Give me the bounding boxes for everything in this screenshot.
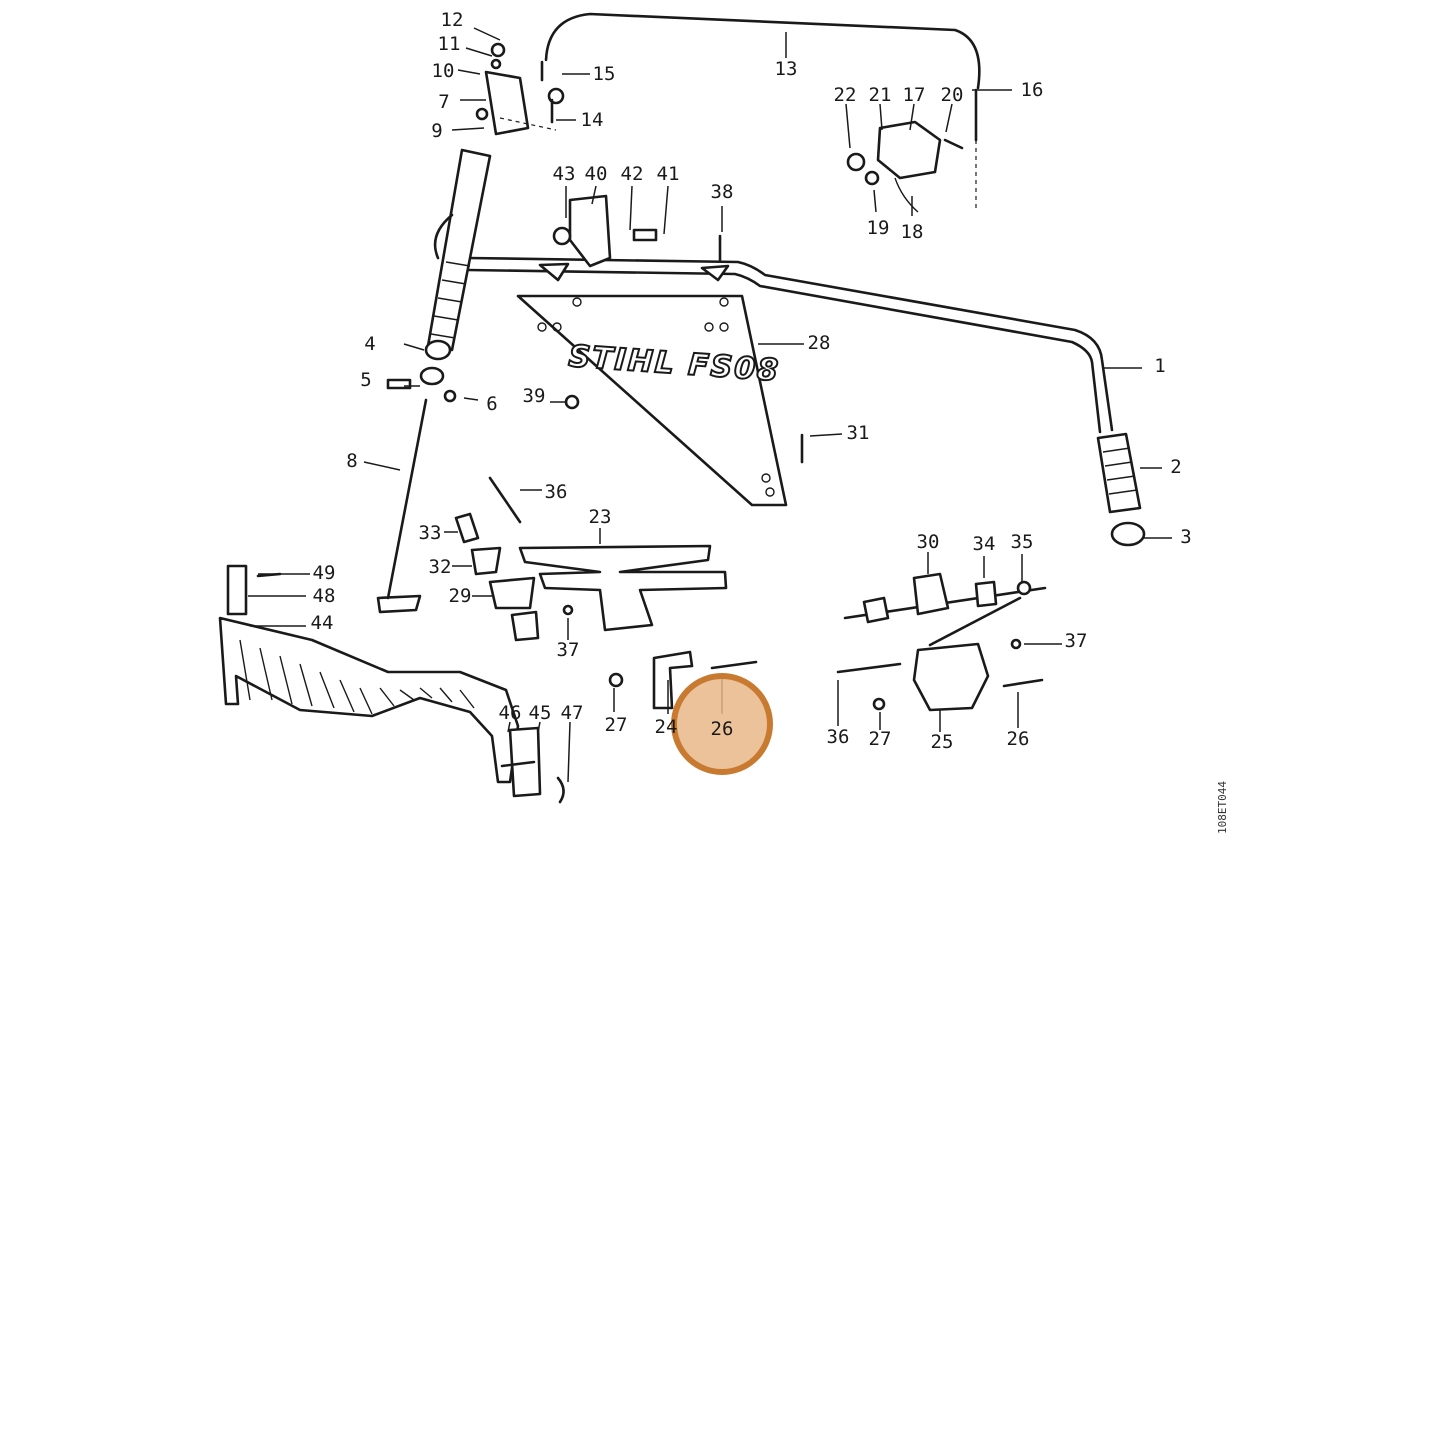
callout-27: 27 (605, 714, 628, 736)
callout-36: 36 (827, 726, 850, 748)
left-handle-tube (419, 148, 492, 386)
callout-26: 26 (1007, 728, 1030, 750)
figure-code: 108ET044 (1216, 781, 1229, 834)
callout-49: 49 (313, 562, 336, 584)
mounting-plate: STIHL FS08 (516, 294, 788, 507)
control-rod (376, 378, 457, 614)
callout-labels: 1234567891011121314151617181920212223242… (311, 9, 1192, 753)
callout-28: 28 (808, 332, 831, 354)
tube-end (424, 339, 452, 361)
callout-29: 29 (449, 585, 472, 607)
harness-strap (218, 564, 565, 804)
callout-31: 31 (847, 422, 870, 444)
cross-bracket (454, 476, 728, 642)
callout-7: 7 (438, 91, 449, 113)
callout-26: 26 (711, 718, 734, 740)
throttle-cable (540, 12, 981, 210)
callout-25: 25 (931, 731, 954, 753)
carburetor-lever (846, 120, 964, 213)
grip-end-cap (1110, 521, 1146, 547)
callout-45: 45 (529, 702, 552, 724)
callout-39: 39 (523, 385, 546, 407)
callout-44: 44 (311, 612, 334, 634)
leader-lines (248, 27, 1172, 783)
callout-30: 30 (917, 531, 940, 553)
callout-19: 19 (867, 217, 890, 239)
callout-32: 32 (429, 556, 452, 578)
callout-36: 36 (545, 481, 568, 503)
callout-34: 34 (973, 533, 996, 555)
callout-1: 1 (1154, 355, 1165, 377)
callout-24: 24 (655, 716, 678, 738)
callout-13: 13 (775, 58, 798, 80)
callout-10: 10 (432, 60, 455, 82)
callout-27: 27 (869, 728, 892, 750)
callout-18: 18 (901, 221, 924, 243)
callout-15: 15 (593, 63, 616, 85)
callout-16: 16 (1021, 79, 1044, 101)
callout-14: 14 (581, 109, 604, 131)
callout-9: 9 (431, 120, 442, 142)
plate-brackets (538, 194, 804, 464)
callout-43: 43 (553, 163, 576, 185)
callout-22: 22 (834, 84, 857, 106)
small-fasteners (608, 650, 758, 710)
callout-6: 6 (486, 393, 497, 415)
callout-37: 37 (557, 639, 580, 661)
callout-40: 40 (585, 163, 608, 185)
callout-21: 21 (869, 84, 892, 106)
engine-mount-parts (836, 572, 1047, 712)
callout-8: 8 (346, 450, 357, 472)
callout-37: 37 (1065, 630, 1088, 652)
highlight-circle (671, 673, 773, 775)
callout-38: 38 (711, 181, 734, 203)
sleeve (419, 366, 445, 386)
throttle-lever-bracket (475, 42, 565, 136)
callout-3: 3 (1180, 526, 1191, 548)
callout-5: 5 (360, 369, 371, 391)
callout-41: 41 (657, 163, 680, 185)
callout-17: 17 (903, 84, 926, 106)
callout-20: 20 (941, 84, 964, 106)
callout-11: 11 (438, 33, 461, 55)
callout-33: 33 (419, 522, 442, 544)
callout-35: 35 (1011, 531, 1034, 553)
callout-46: 46 (499, 702, 522, 724)
handlebar-tube (466, 256, 1114, 434)
callout-12: 12 (441, 9, 464, 31)
callout-48: 48 (313, 585, 336, 607)
callout-23: 23 (589, 506, 612, 528)
callout-4: 4 (364, 333, 375, 355)
callout-47: 47 (561, 702, 584, 724)
callout-2: 2 (1170, 456, 1181, 478)
handlebar-grip-right (1096, 432, 1146, 547)
callout-42: 42 (621, 163, 644, 185)
